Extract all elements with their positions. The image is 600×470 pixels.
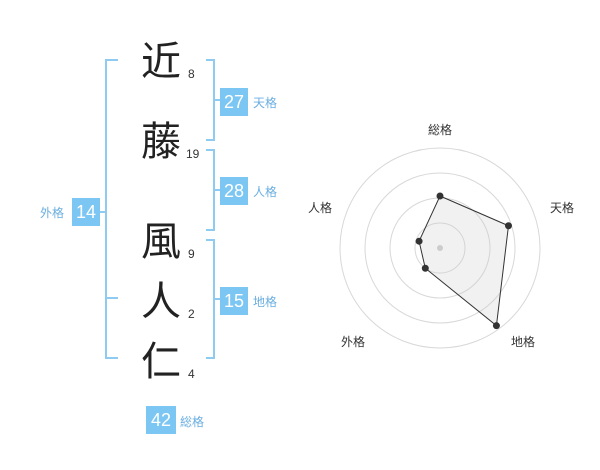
name-char-5: 仁 <box>141 339 181 385</box>
gaikaku-label: 外格 <box>40 206 65 220</box>
radar-grid-ring <box>414 222 466 274</box>
stroke-count-1: 8 <box>188 67 195 81</box>
radar-point-1 <box>436 192 444 200</box>
radar-center-dot <box>437 245 443 251</box>
jinkaku-label: 人格 <box>253 185 278 199</box>
radar-label-jinkaku: 人格 <box>308 201 333 215</box>
radar-label-tenkaku: 天格 <box>550 201 575 215</box>
radar-point-3 <box>492 322 500 330</box>
stroke-count-3: 9 <box>188 247 195 261</box>
radar-grid-ring <box>339 147 541 349</box>
name-char-2: 藤 <box>141 119 181 165</box>
soukaku-value: 42 <box>146 406 176 434</box>
radar-point-4 <box>421 264 429 272</box>
tenkaku-value: 27 <box>220 88 248 116</box>
radar-point-5 <box>415 237 423 245</box>
chikaku-value: 15 <box>220 287 248 315</box>
radar-polygon <box>418 195 510 327</box>
stroke-count-4: 2 <box>188 307 195 321</box>
radar-grid-ring <box>389 197 491 299</box>
chikaku-label: 地格 <box>253 295 278 309</box>
radar-label-gaikaku: 外格 <box>341 335 366 349</box>
radar-grid-ring <box>364 172 516 324</box>
name-char-1: 近 <box>141 39 181 85</box>
stroke-count-2: 19 <box>186 147 200 161</box>
name-char-3: 風 <box>141 219 181 265</box>
radar-point-2 <box>504 222 512 230</box>
jinkaku-value: 28 <box>220 177 248 205</box>
name-char-4: 人 <box>141 279 181 325</box>
soukaku-label: 総格 <box>180 415 205 429</box>
radar-label-soukaku: 総格 <box>428 123 453 137</box>
tenkaku-label: 天格 <box>253 96 278 110</box>
gaikaku-value: 14 <box>72 198 100 226</box>
stroke-count-5: 4 <box>188 367 195 381</box>
radar-label-chikaku: 地格 <box>511 335 536 349</box>
